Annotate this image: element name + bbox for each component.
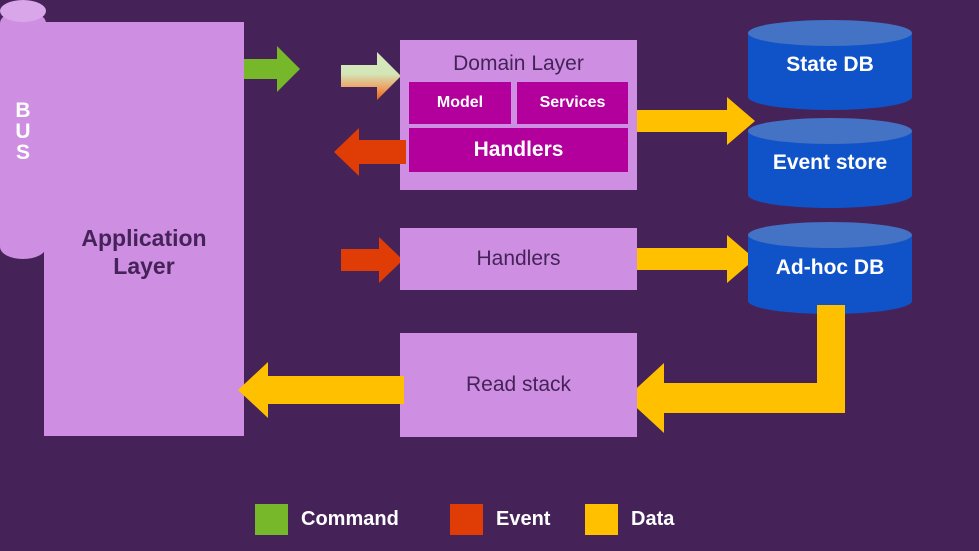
bus-cylinder-top [0, 0, 46, 22]
event-store-label: Event store [772, 151, 888, 174]
legend-swatch-event [450, 503, 483, 535]
arrow-domain-to-stores [637, 97, 755, 145]
legend: Command Event Data [255, 500, 705, 540]
adhoc-db-label: Ad-hoc DB [775, 256, 885, 279]
legend-label-event: Event [496, 507, 551, 530]
domain-layer-title-text: Domain Layer [453, 51, 584, 75]
domain-services-label: Services [539, 94, 606, 111]
state-db-cylinder[interactable]: State DB [748, 20, 912, 110]
legend-label-data: Data [631, 507, 675, 530]
legend-item-command: Command [255, 500, 399, 538]
event-store-cylinder[interactable]: Event store [748, 118, 912, 208]
legend-item-data: Data [585, 500, 674, 538]
state-db-label-wrap: State DB [748, 20, 912, 110]
adhoc-db-cylinder[interactable]: Ad-hoc DB [748, 222, 912, 314]
domain-handlers-label: Handlers [473, 138, 564, 161]
arrow-bus-to-handlers [341, 237, 403, 283]
bus-cylinder-body [0, 11, 46, 259]
legend-swatch-data [585, 503, 618, 535]
application-layer-box[interactable]: Application Layer [44, 22, 244, 436]
bus-label: B U S [0, 100, 46, 163]
arrow-bus-to-domain [341, 52, 401, 100]
arrow-domain-to-bus [334, 128, 406, 176]
legend-item-event: Event [450, 500, 550, 538]
bus-letter-s: S [15, 141, 30, 164]
read-handlers-label: Handlers [476, 246, 561, 270]
adhoc-db-label-wrap: Ad-hoc DB [748, 222, 912, 314]
arrow-app-to-bus [244, 46, 300, 92]
event-store-top [748, 118, 912, 144]
application-layer-label-line2: Layer [113, 253, 175, 279]
arrow-readstack-to-app [238, 362, 404, 418]
application-layer-label: Application Layer [81, 225, 206, 280]
domain-layer-title: Domain Layer [400, 48, 637, 80]
legend-swatch-command [255, 503, 288, 535]
legend-label-command: Command [301, 507, 399, 530]
domain-model-block[interactable]: Model [409, 82, 511, 124]
state-db-top [748, 20, 912, 46]
read-stack-label: Read stack [465, 372, 572, 396]
domain-services-block[interactable]: Services [517, 82, 628, 124]
domain-handlers-block[interactable]: Handlers [409, 128, 628, 172]
read-stack-box[interactable]: Read stack [400, 333, 637, 437]
event-store-label-wrap: Event store [748, 118, 912, 208]
application-layer-label-line1: Application [81, 225, 207, 252]
domain-model-label: Model [436, 94, 484, 111]
bus-letter-u: U [15, 120, 31, 143]
adhoc-db-top [748, 222, 912, 248]
arrow-handlers-to-adhoc [637, 235, 755, 283]
bus-cylinder[interactable]: B U S [0, 0, 46, 270]
arrow-adhoc-to-readstack [620, 305, 870, 435]
state-db-label: State DB [786, 53, 874, 76]
bus-letter-b: B [15, 99, 31, 122]
read-handlers-box[interactable]: Handlers [400, 228, 637, 290]
